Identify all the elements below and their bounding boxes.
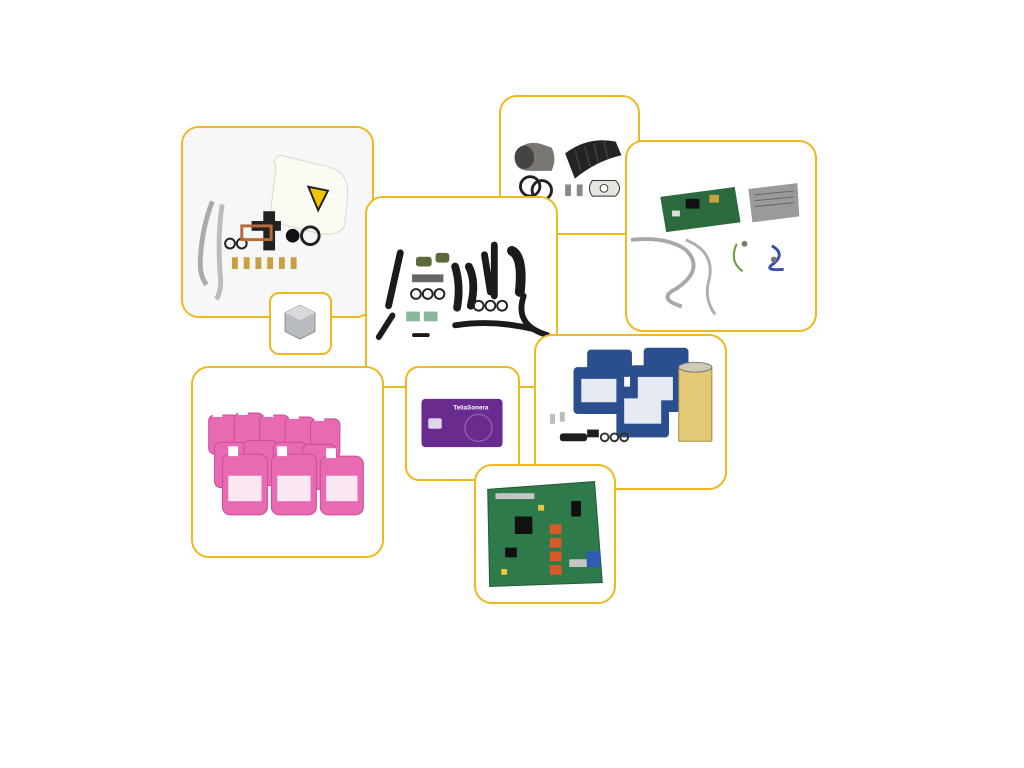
sim-card-brand-label: TeliaSonera	[453, 405, 489, 412]
tile-hose-kit[interactable]	[365, 196, 558, 388]
tile-control-board-kit[interactable]	[625, 140, 817, 332]
tile-exhaust-kit[interactable]	[499, 95, 640, 235]
tile-antifreeze-bottles[interactable]	[191, 366, 384, 558]
sim-card-icon: TeliaSonera	[421, 398, 503, 448]
pcb-icon	[487, 481, 603, 587]
canister-icon	[208, 405, 364, 516]
tile-main-pcb[interactable]	[474, 464, 616, 604]
circuit-board-icon	[630, 183, 800, 316]
hex-cap-icon	[284, 304, 316, 340]
expansion-tank-icon	[183, 128, 372, 316]
oil-canister-icon	[550, 347, 713, 443]
tile-coolant-tank-kit[interactable]	[181, 126, 374, 318]
exhaust-pipe-icon	[514, 140, 622, 202]
tile-sim-card[interactable]: TeliaSonera	[405, 366, 520, 481]
hose-icon	[367, 198, 556, 386]
tile-filter-cap[interactable]	[269, 292, 332, 355]
